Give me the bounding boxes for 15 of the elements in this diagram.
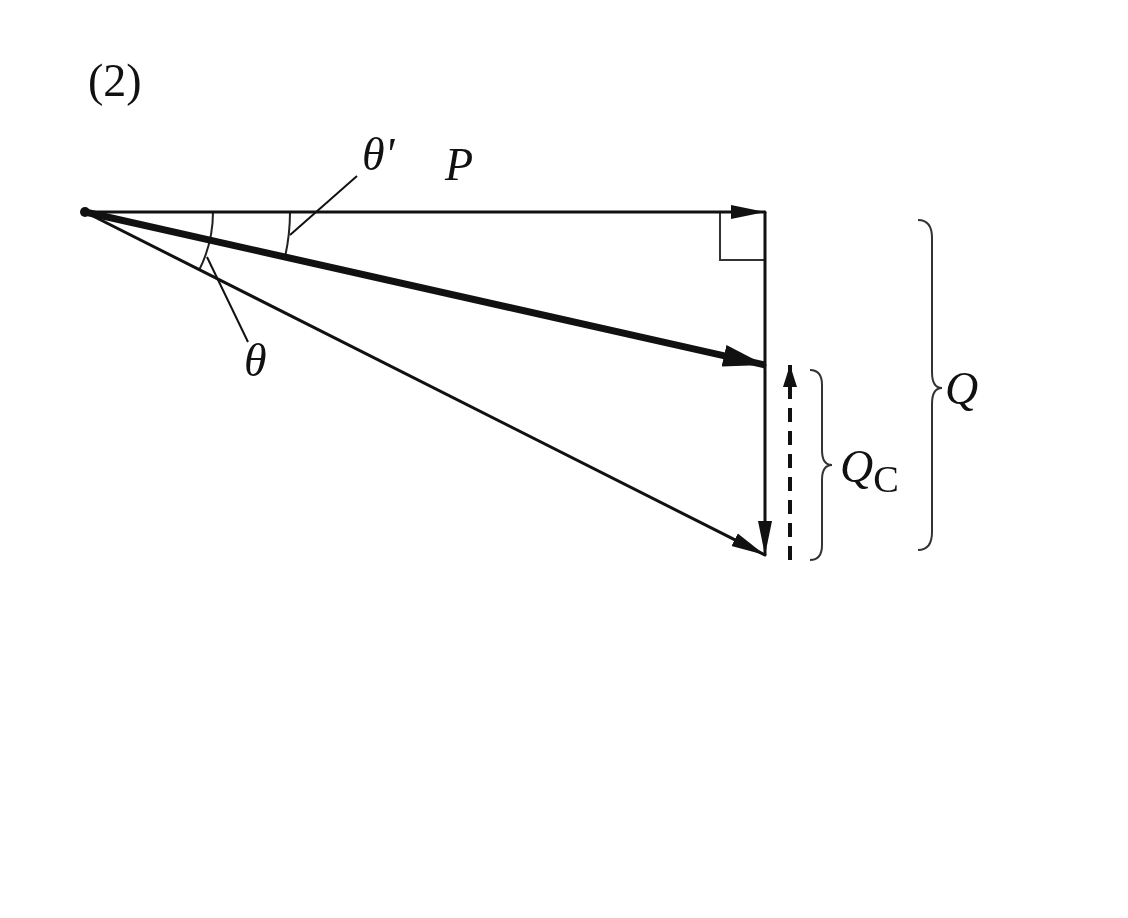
angle-arc <box>198 211 214 271</box>
leader-line <box>206 256 249 343</box>
leader-line <box>289 175 358 236</box>
quantity-label: Q$_{C}$ <box>840 444 899 499</box>
vector-arrow <box>758 212 772 555</box>
vector-arrow <box>783 365 797 560</box>
edge-label: P <box>445 142 474 188</box>
quantity-label: Q <box>945 366 979 412</box>
angle-label: θ' <box>362 132 395 178</box>
vector-arrow <box>84 208 766 369</box>
figure-number: (2) <box>88 58 142 104</box>
vertex-point <box>80 207 90 217</box>
vertex-point <box>763 210 767 214</box>
vertex-point <box>763 553 767 557</box>
angle-label: θ <box>244 338 267 384</box>
